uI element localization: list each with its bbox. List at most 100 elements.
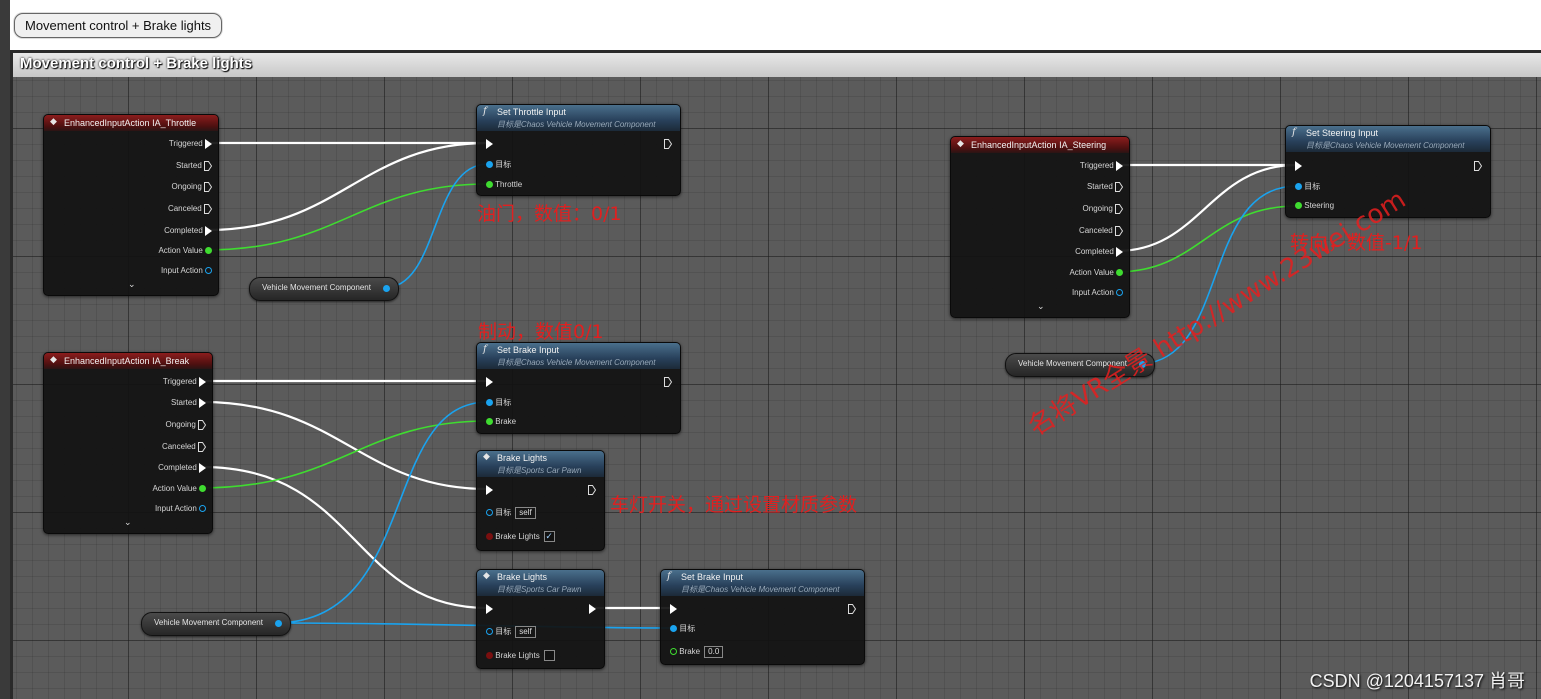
- object-pin-icon[interactable]: [486, 509, 493, 517]
- float-pin-icon[interactable]: [199, 485, 206, 493]
- object-pin-icon[interactable]: [205, 267, 212, 275]
- float-pin-icon[interactable]: [670, 648, 677, 656]
- exec-pin-hollow-icon[interactable]: [1115, 203, 1123, 214]
- exec-pin-icon[interactable]: [589, 603, 596, 614]
- pin-ongoing[interactable]: Ongoing: [172, 180, 212, 194]
- expand-chevron-icon[interactable]: ⌄: [1037, 301, 1045, 311]
- function-node-set-steering-input[interactable]: f Set Steering Input 目标是Chaos Vehicle Mo…: [1285, 125, 1491, 218]
- pin-canceled[interactable]: Canceled: [162, 440, 206, 454]
- object-pin-icon[interactable]: [1295, 183, 1302, 191]
- pin-target[interactable]: 目标: [1295, 180, 1320, 194]
- pin-triggered[interactable]: Triggered: [163, 375, 206, 389]
- pin-throttle[interactable]: Throttle: [486, 178, 522, 192]
- exec-pin-icon[interactable]: [205, 138, 212, 149]
- pin-started[interactable]: Started: [176, 159, 212, 173]
- pin-ongoing[interactable]: Ongoing: [166, 418, 206, 432]
- pin-triggered[interactable]: Triggered: [1080, 159, 1123, 173]
- exec-in-pin[interactable]: [1295, 159, 1302, 173]
- exec-pin-hollow-icon[interactable]: [848, 603, 856, 614]
- float-pin-icon[interactable]: [1116, 269, 1123, 277]
- variable-node-vehicle-movement-component[interactable]: Vehicle Movement Component: [1005, 353, 1155, 377]
- exec-pin-icon[interactable]: [1116, 246, 1123, 257]
- exec-pin-icon[interactable]: [486, 376, 493, 387]
- exec-in-pin[interactable]: [486, 602, 493, 616]
- pin-action-value[interactable]: Action Value: [158, 244, 212, 258]
- exec-pin-hollow-icon[interactable]: [198, 441, 206, 452]
- pin-completed[interactable]: Completed: [158, 461, 206, 475]
- pin-canceled[interactable]: Canceled: [1079, 224, 1123, 238]
- pin-completed[interactable]: Completed: [164, 224, 212, 238]
- exec-out-pin[interactable]: [664, 137, 672, 151]
- exec-in-pin[interactable]: [486, 483, 493, 497]
- float-pin-icon[interactable]: [205, 247, 212, 255]
- exec-pin-icon[interactable]: [199, 376, 206, 387]
- exec-pin-icon[interactable]: [1116, 160, 1123, 171]
- exec-in-pin[interactable]: [486, 137, 493, 151]
- object-pin-icon[interactable]: [199, 505, 206, 513]
- expand-chevron-icon[interactable]: ⌄: [124, 517, 132, 527]
- exec-pin-hollow-icon[interactable]: [204, 203, 212, 214]
- pin-target[interactable]: 目标: [486, 158, 511, 172]
- event-node-ia-break[interactable]: ◆ EnhancedInputAction IA_Break Triggered…: [43, 352, 213, 534]
- pin-target[interactable]: 目标: [486, 396, 511, 410]
- exec-pin-hollow-icon[interactable]: [588, 484, 596, 495]
- checkbox-unchecked[interactable]: [543, 650, 555, 662]
- pin-brake-lights[interactable]: Brake Lights: [486, 649, 555, 663]
- pin-input-action[interactable]: Input Action: [155, 502, 206, 516]
- function-node-set-throttle-input[interactable]: f Set Throttle Input 目标是Chaos Vehicle Mo…: [476, 104, 681, 196]
- exec-pin-hollow-icon[interactable]: [198, 419, 206, 430]
- graph-tab[interactable]: Movement control + Brake lights: [14, 13, 223, 38]
- comment-box[interactable]: [10, 50, 1541, 699]
- pin-brake[interactable]: Brake: [486, 415, 516, 429]
- pin-canceled[interactable]: Canceled: [168, 202, 212, 216]
- exec-in-pin[interactable]: [486, 375, 493, 389]
- pin-brake-lights[interactable]: Brake Lights✓: [486, 530, 555, 544]
- comment-header[interactable]: [13, 53, 1541, 77]
- pin-target[interactable]: 目标: [670, 622, 695, 636]
- exec-pin-hollow-icon[interactable]: [664, 138, 672, 149]
- float-pin-icon[interactable]: [1295, 202, 1302, 210]
- pin-action-value[interactable]: Action Value: [1069, 266, 1123, 280]
- exec-pin-icon[interactable]: [486, 603, 493, 614]
- self-value-box[interactable]: self: [515, 625, 536, 638]
- exec-pin-hollow-icon[interactable]: [204, 181, 212, 192]
- pin-completed[interactable]: Completed: [1075, 245, 1123, 259]
- pin-ongoing[interactable]: Ongoing: [1083, 202, 1123, 216]
- exec-pin-icon[interactable]: [1295, 160, 1302, 171]
- exec-pin-icon[interactable]: [486, 138, 493, 149]
- exec-pin-hollow-icon[interactable]: [204, 160, 212, 171]
- variable-node-vehicle-movement-component[interactable]: Vehicle Movement Component: [141, 612, 291, 636]
- event-node-ia-steering[interactable]: ◆ EnhancedInputAction IA_Steering Trigge…: [950, 136, 1130, 318]
- exec-pin-icon[interactable]: [199, 462, 206, 473]
- exec-pin-hollow-icon[interactable]: [1115, 181, 1123, 192]
- pin-input-action[interactable]: Input Action: [1072, 286, 1123, 300]
- exec-pin-hollow-icon[interactable]: [1115, 225, 1123, 236]
- checkbox-checked[interactable]: ✓: [543, 531, 555, 543]
- brake-value-input[interactable]: 0.0: [704, 645, 724, 658]
- object-pin-icon[interactable]: [1139, 361, 1146, 368]
- exec-pin-icon[interactable]: [486, 484, 493, 495]
- pin-started[interactable]: Started: [1087, 180, 1123, 194]
- exec-pin-hollow-icon[interactable]: [664, 376, 672, 387]
- pin-started[interactable]: Started: [171, 396, 206, 410]
- pin-input-action[interactable]: Input Action: [161, 264, 212, 278]
- exec-out-pin[interactable]: [1474, 159, 1482, 173]
- function-node-set-brake-input[interactable]: f Set Brake Input 目标是Chaos Vehicle Movem…: [476, 342, 681, 434]
- pin-steering[interactable]: Steering: [1295, 199, 1334, 213]
- bool-pin-icon[interactable]: [486, 652, 493, 660]
- object-pin-icon[interactable]: [486, 399, 493, 407]
- object-pin-icon[interactable]: [486, 628, 493, 636]
- exec-in-pin[interactable]: [670, 602, 677, 616]
- self-value-box[interactable]: self: [515, 506, 536, 519]
- exec-out-pin[interactable]: [848, 602, 856, 616]
- float-pin-icon[interactable]: [486, 418, 493, 426]
- exec-out-pin[interactable]: [664, 375, 672, 389]
- exec-out-pin[interactable]: [588, 483, 596, 497]
- object-pin-icon[interactable]: [275, 620, 282, 627]
- object-pin-icon[interactable]: [486, 161, 493, 169]
